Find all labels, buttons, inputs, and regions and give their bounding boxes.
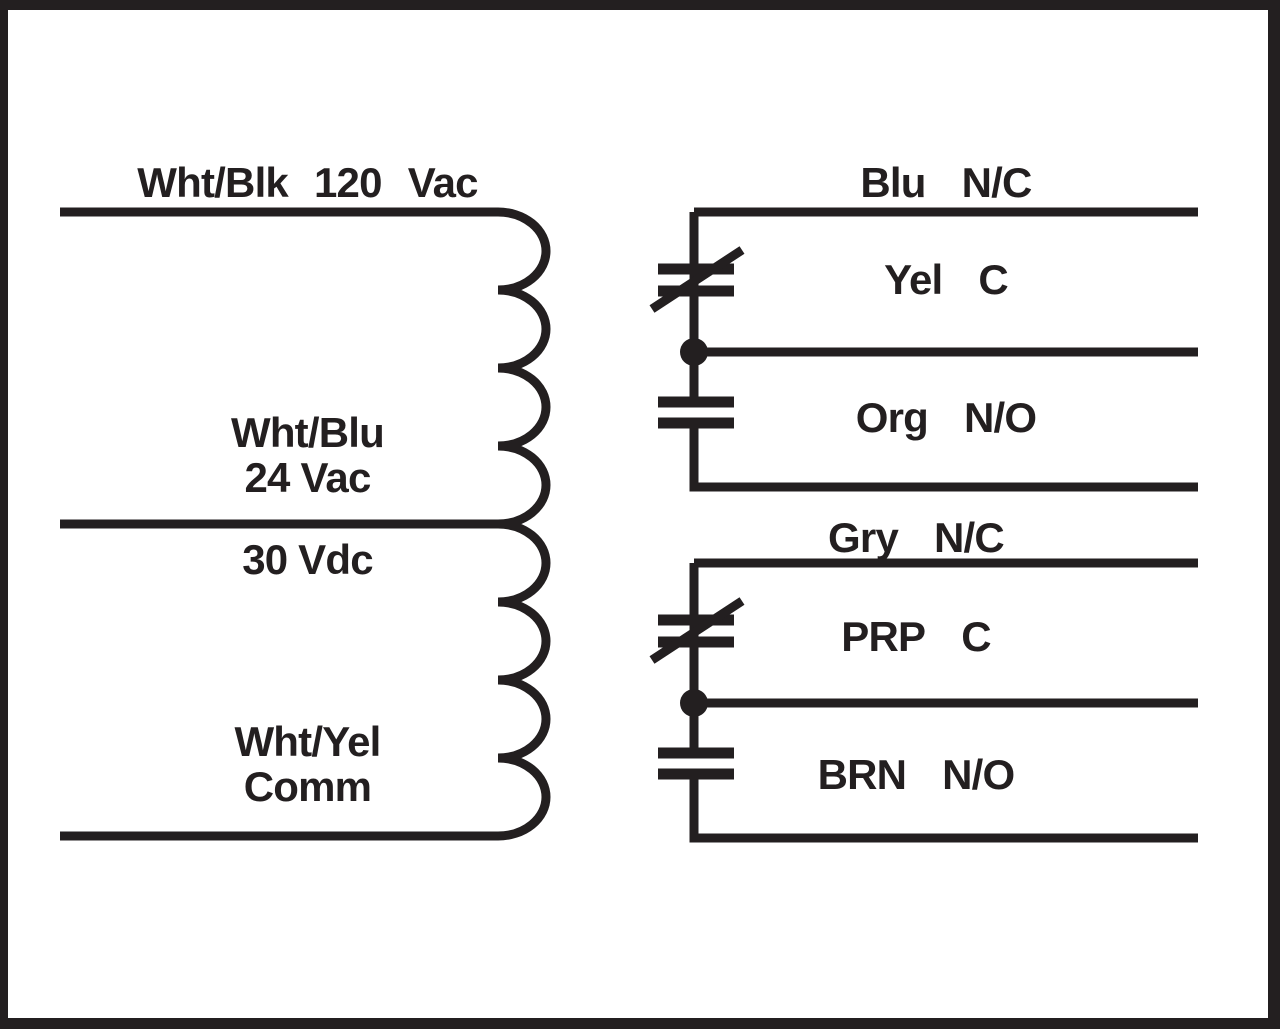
tap-24vac-wire-color: Wht/Blu [230,409,385,456]
common-wire-name: Comm [243,763,372,810]
relay-top-nc-label: Blu N/C [694,160,1198,205]
primary-wire-label: Wht/Blk 120 Vac [60,160,555,205]
relay-top-common-contact: C [978,256,1008,303]
primary-wire-color: Wht/Blk [137,159,289,206]
tap-24vac-label: Wht/Blu 24 Vac [60,410,555,500]
tap-30vdc-voltage: 30 Vdc [242,536,373,583]
relay-top-no-wire: Org [855,394,929,441]
relay-top-no-contact: N/O [964,394,1037,441]
relay-top-common-label: Yel C [694,257,1198,302]
relay-bottom-nc-wire: Gry [828,514,899,561]
relay-top-nc-contact: N/C [961,159,1033,206]
relay-bottom-no-label: BRN N/O [694,752,1198,797]
relay-top-common-wire: Yel [884,256,943,303]
relay-bottom-nc-label: Gry N/C [694,515,1198,560]
common-wire-color: Wht/Yel [234,718,381,765]
relay-bottom-no-contact: N/O [942,751,1015,798]
relay-top-no-label: Org N/O [694,395,1198,440]
relay-bottom-nc-contact: N/C [934,514,1005,561]
relay-bottom-no-wire: BRN [817,751,907,798]
relay-bottom-common-label: PRP C [694,614,1198,659]
tap-30vdc-label: 30 Vdc [60,537,555,582]
primary-voltage-value: 120 [314,159,382,206]
relay-bottom-common-contact: C [961,613,991,660]
tap-24vac-voltage: 24 Vac [244,454,372,501]
common-wire-label: Wht/Yel Comm [60,719,555,809]
relay-top-nc-wire: Blu [860,159,926,206]
primary-voltage-unit: Vac [407,159,479,206]
relay-bottom-common-wire: PRP [841,613,926,660]
relay-top-contact-symbol [652,212,1198,487]
